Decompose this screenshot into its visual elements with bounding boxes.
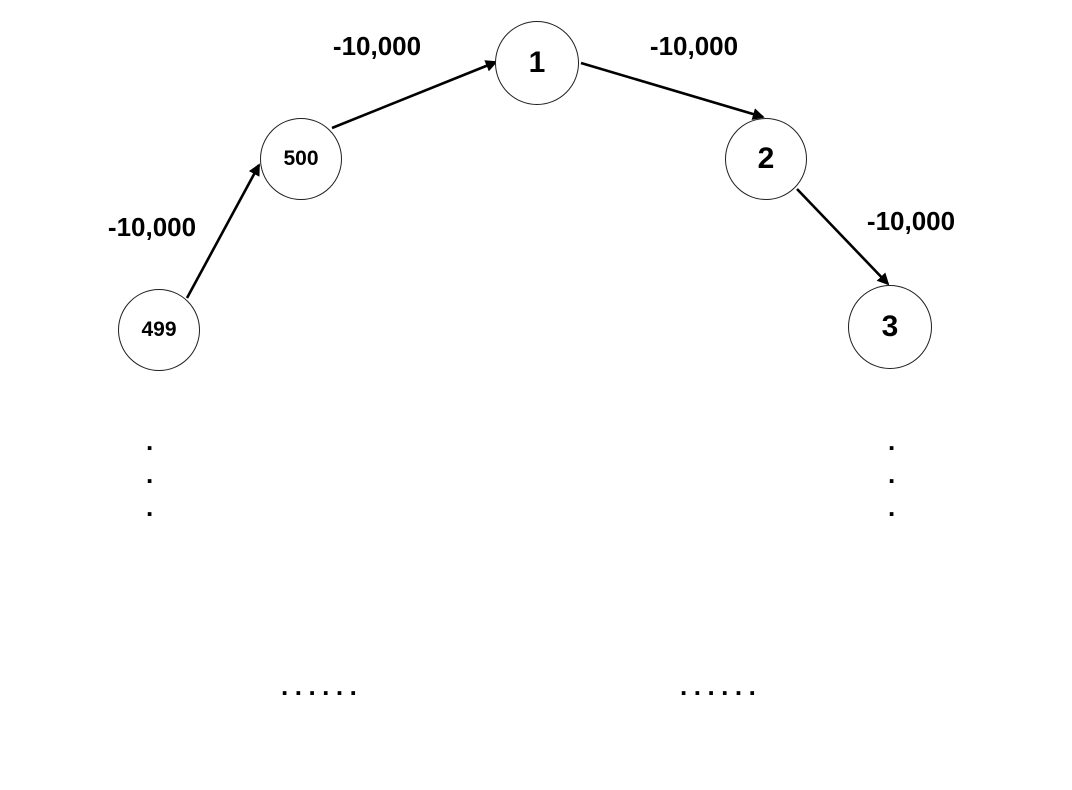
node-2: 2 <box>725 118 807 200</box>
node-3: 3 <box>848 285 932 369</box>
edge-arrow-2-to-3 <box>796 188 890 286</box>
edge-weight-2-to-3: -10,000 <box>866 206 956 236</box>
node-499: 499 <box>118 289 200 371</box>
ellipsis-vertical-right: . . . <box>888 426 896 522</box>
node-1: 1 <box>495 21 579 105</box>
node-3-label: 3 <box>881 310 899 343</box>
edge-arrow-1-to-2 <box>580 61 765 120</box>
ellipsis-vertical-left: . . . <box>146 426 154 522</box>
edge-weight-500-to-1: -10,000 <box>332 31 422 61</box>
node-500: 500 <box>260 118 342 200</box>
ellipsis-horizontal-right: ...... <box>680 671 763 701</box>
node-2-label: 2 <box>757 142 775 175</box>
ellipsis-horizontal-left: ...... <box>281 671 364 701</box>
edge-arrow-499-to-500 <box>185 163 261 299</box>
edge-arrow-500-to-1 <box>331 60 498 130</box>
node-499-label: 499 <box>141 318 177 341</box>
node-500-label: 500 <box>283 147 319 170</box>
edge-weight-1-to-2: -10,000 <box>649 31 739 61</box>
edge-weight-499-to-500: -10,000 <box>107 212 197 242</box>
node-1-label: 1 <box>528 46 546 79</box>
